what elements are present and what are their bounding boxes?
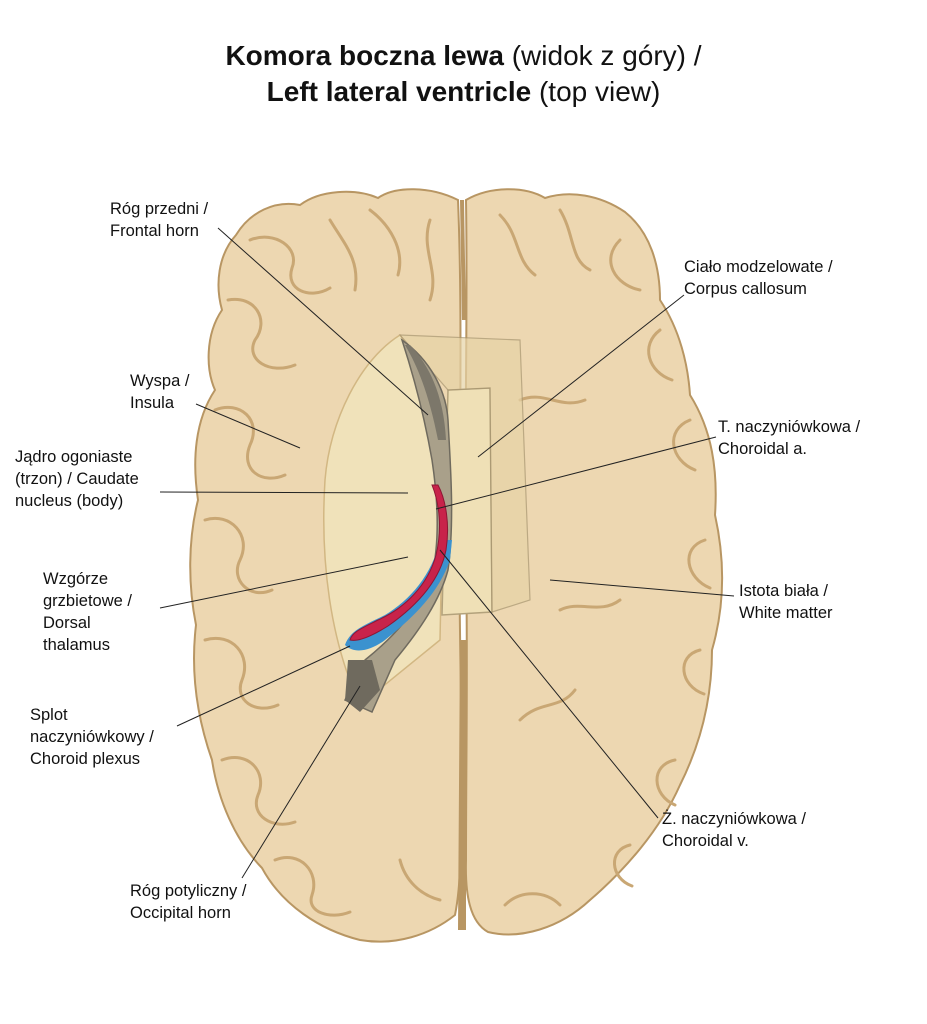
label-white-matter: Istota biała / White matter — [739, 580, 833, 624]
title-line-1-rest: (widok z góry) / — [503, 40, 702, 71]
frontal-horn-cavity — [405, 345, 446, 440]
label-line: T. naczyniówkowa / — [718, 418, 861, 436]
leader-white-matter — [549, 579, 735, 597]
label-line: Róg potyliczny / — [130, 882, 247, 900]
leader-occipital-horn — [241, 685, 361, 879]
label-choroidal-vein: Ż. naczyniówkowa / Choroidal v. — [662, 808, 806, 852]
title-line-2-rest: (top view) — [531, 76, 661, 107]
label-line: grzbietowe / — [43, 592, 132, 610]
label-line: Dorsal — [43, 614, 91, 632]
label-line: Choroidal a. — [718, 440, 807, 458]
label-corpus-callosum: Ciało modzelowate / Corpus callosum — [684, 256, 833, 300]
label-line: Choroidal v. — [662, 832, 749, 850]
label-line: White matter — [739, 604, 833, 622]
label-line: Jądro ogoniaste — [15, 448, 133, 466]
title-line-1: Komora boczna lewa (widok z góry) / — [0, 38, 927, 74]
label-choroid-plexus: Splot naczyniówkowy / Choroid plexus — [30, 704, 154, 770]
choroidal-artery — [349, 484, 449, 641]
label-insula: Wyspa / Insula — [130, 370, 189, 414]
label-line: Róg przedni / — [110, 200, 209, 218]
leader-corpus-callosum — [477, 294, 685, 458]
label-frontal-horn: Róg przedni / Frontal horn — [110, 198, 208, 242]
label-line: Ciało modzelowate / — [684, 258, 833, 276]
leader-thalamus — [159, 556, 409, 609]
label-line: thalamus — [43, 636, 110, 654]
label-line: (trzon) / Caudate — [15, 470, 139, 488]
label-line: Ż. naczyniówkowa / — [662, 810, 806, 828]
label-line: Insula — [130, 394, 175, 412]
title-line-2-bold: Left lateral ventricle — [266, 76, 532, 107]
callosum-cut-face — [398, 334, 531, 613]
label-choroidal-artery: T. naczyniówkowa / Choroidal a. — [718, 416, 860, 460]
leader-caudate — [159, 491, 409, 494]
longitudinal-fissure — [458, 200, 466, 930]
label-line: Choroid plexus — [30, 750, 141, 768]
label-line: Splot — [30, 706, 68, 724]
label-thalamus: Wzgórze grzbietowe / Dorsal thalamus — [43, 568, 132, 656]
label-line: nucleus (body) — [15, 492, 124, 510]
label-line: Occipital horn — [130, 904, 231, 922]
left-gyri — [203, 208, 442, 917]
label-line: Wzgórze — [43, 570, 109, 588]
leader-choroidal-artery — [435, 436, 717, 510]
right-hemisphere — [464, 188, 724, 936]
label-caudate: Jądro ogoniaste (trzon) / Caudate nucleu… — [15, 446, 139, 512]
occipital-horn-cavity — [345, 660, 380, 712]
label-line: Wyspa / — [130, 372, 190, 390]
leader-frontal-horn — [217, 227, 429, 416]
label-line: Istota biała / — [739, 582, 828, 600]
leader-choroidal-vein — [439, 549, 659, 819]
label-line: Corpus callosum — [684, 280, 807, 298]
leader-insula — [195, 403, 301, 449]
leader-choroid-plexus — [176, 645, 351, 727]
diagram-title: Komora boczna lewa (widok z góry) / Left… — [0, 38, 927, 110]
title-line-2: Left lateral ventricle (top view) — [0, 74, 927, 110]
label-line: Frontal horn — [110, 222, 199, 240]
label-line: naczyniówkowy / — [30, 728, 154, 746]
label-occipital-horn: Róg potyliczny / Occipital horn — [130, 880, 246, 924]
leader-lines — [159, 227, 735, 879]
right-gyri — [498, 208, 712, 907]
title-line-1-bold: Komora boczna lewa — [225, 40, 504, 71]
